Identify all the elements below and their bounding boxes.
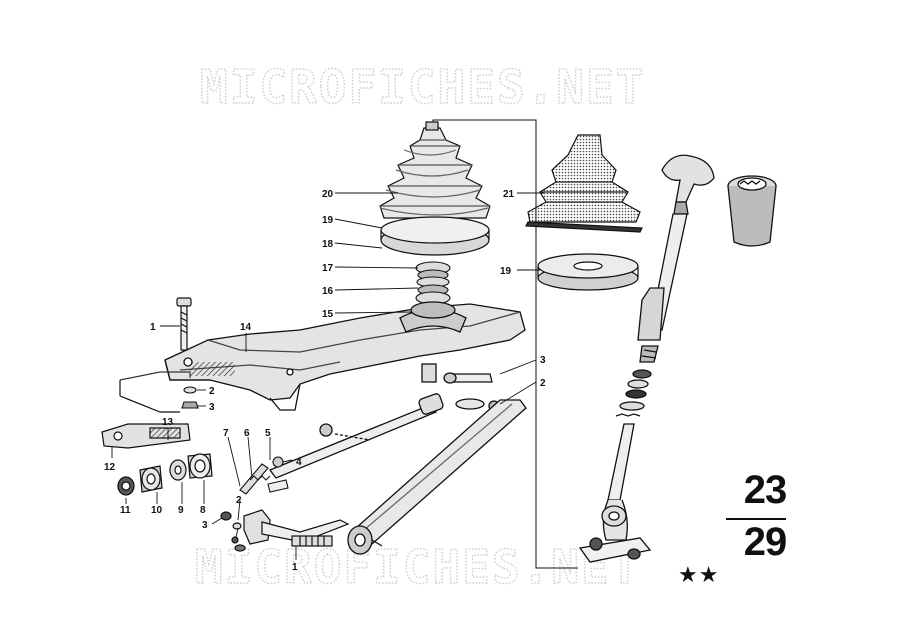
callout-16: 16 bbox=[322, 286, 334, 297]
shift-linkage-arm bbox=[347, 399, 527, 555]
washer-nut-left bbox=[181, 386, 199, 409]
page-number-divider bbox=[726, 518, 786, 520]
callout-13: 13 bbox=[162, 417, 174, 428]
callout-2-right: 2 bbox=[540, 378, 546, 389]
callout-17: 17 bbox=[322, 263, 334, 274]
callout-19-left: 19 bbox=[322, 215, 334, 226]
callout-1-top: 1 bbox=[150, 322, 156, 333]
callout-10: 10 bbox=[151, 505, 163, 516]
shift-lever-rod bbox=[578, 213, 688, 563]
rubber-boot-20 bbox=[379, 121, 491, 219]
selector-rod bbox=[268, 363, 500, 479]
spring-assembly bbox=[415, 261, 451, 305]
page-number-top: 23 bbox=[743, 468, 788, 512]
callout-3-right: 3 bbox=[540, 355, 546, 366]
bushing-stack bbox=[117, 453, 213, 496]
callout-14: 14 bbox=[240, 322, 252, 333]
callout-9: 9 bbox=[178, 505, 184, 516]
page-number-bottom: 29 bbox=[743, 520, 788, 564]
retaining-ring-19 bbox=[380, 216, 490, 256]
callout-18: 18 bbox=[322, 239, 334, 250]
retaining-ring-19-right bbox=[537, 253, 639, 291]
callout-2-left: 2 bbox=[209, 386, 215, 397]
watermark-top: MICROFICHES.NET bbox=[200, 60, 645, 114]
shift-bracket-14 bbox=[164, 301, 526, 411]
gear-knob-angled bbox=[661, 154, 715, 215]
callout-12: 12 bbox=[104, 462, 116, 473]
lower-lever-bracket bbox=[220, 509, 350, 552]
callout-19-right: 19 bbox=[500, 266, 512, 277]
callout-20: 20 bbox=[322, 189, 334, 200]
callout-7: 7 bbox=[223, 428, 229, 439]
detent-spring bbox=[239, 456, 289, 495]
rating-stars: ★★ bbox=[678, 563, 720, 588]
callout-4: 4 bbox=[296, 457, 302, 468]
callout-3-left: 3 bbox=[209, 402, 215, 413]
callout-11: 11 bbox=[120, 505, 131, 516]
watermark-bottom: MICROFICHES.NET bbox=[195, 540, 640, 594]
callout-6: 6 bbox=[244, 428, 250, 439]
callout-21: 21 bbox=[503, 189, 515, 200]
callout-numbers: 20 19 18 17 16 15 21 19 14 1 2 3 13 12 1… bbox=[104, 189, 546, 573]
gear-knob-spare bbox=[727, 175, 777, 247]
callout-3-bottom: 3 bbox=[202, 520, 208, 531]
link-bracket-12 bbox=[101, 371, 191, 449]
bolt-1-top bbox=[176, 297, 192, 351]
callout-2-bottom: 2 bbox=[236, 495, 242, 506]
callout-1-bottom: 1 bbox=[292, 562, 298, 573]
leader-lines bbox=[111, 192, 544, 560]
callout-5: 5 bbox=[265, 428, 271, 439]
callout-8: 8 bbox=[200, 505, 206, 516]
rubber-boot-21 bbox=[525, 134, 643, 233]
callout-15: 15 bbox=[322, 309, 334, 320]
